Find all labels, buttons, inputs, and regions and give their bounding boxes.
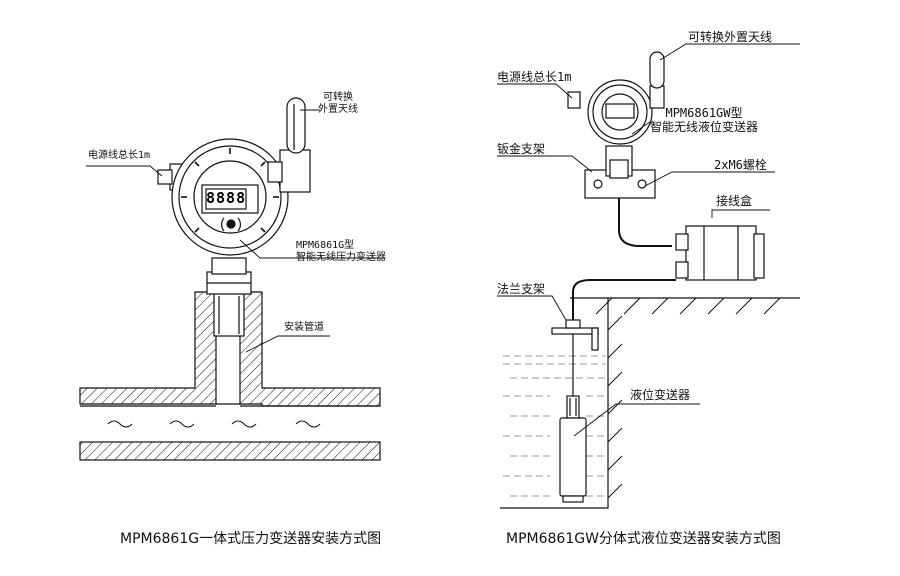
flange-bracket-label: 法兰支架 [497,282,546,296]
right-model-label: MPM6861GW型 智能无线液位变送器 [650,106,758,134]
sheet-bracket-label: 钣金支架 [497,142,546,156]
left-leaders [86,109,385,353]
right-power-label: 电源线总长1m [497,70,572,84]
left-power-label: 电源线总长1m [88,150,151,161]
right-caption: MPM6861GW分体式液位变送器安装方式图 [506,531,781,547]
left-antenna-line-1: 可转换 [323,92,353,103]
level-transmitter-label: 液位变送器 [630,388,691,402]
display-digits: 8888 [206,189,247,207]
cable [572,279,676,320]
left-caption: MPM6861G一体式压力变送器安装方式图 [120,531,382,547]
left-model-label: MPM6861G型 智能无线压力变送器 [296,240,386,264]
right-transmitter [567,51,665,179]
ring-ticks [181,148,279,233]
water [503,355,606,497]
left-pipe-label: 安装管道 [284,322,324,333]
left-model-line-2: 智能无线压力变送器 [296,252,386,263]
junction-box-label: 接线盒 [716,194,753,208]
left-transmitter [157,97,311,337]
right-antenna-label: 可转换外置天线 [688,30,773,44]
left-model-line-1: MPM6861G型 [296,240,355,251]
level-probe [559,334,587,503]
left-pipe [79,291,381,461]
cable-top [618,190,672,247]
wall [500,297,800,509]
bolt-label: 2xM6螺栓 [714,158,767,172]
left-antenna-line-2: 外置天线 [318,104,358,115]
right-model-line-2: 智能无线液位变送器 [650,120,759,134]
left-antenna-label: 可转换 外置天线 [318,92,358,116]
flange-bracket [551,319,599,351]
right-model-line-1: MPM6861GW型 [665,106,743,120]
flow-waves [107,420,321,428]
right-leaders [497,43,800,437]
wall-hatching [595,297,781,499]
junction-box [675,225,765,281]
